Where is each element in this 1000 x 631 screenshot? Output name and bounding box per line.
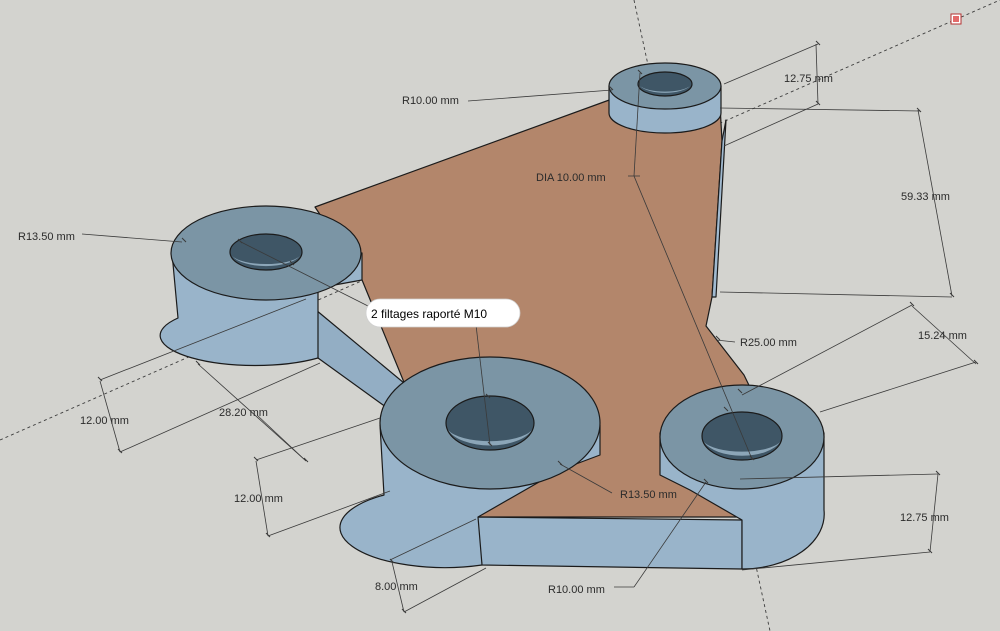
dim-2820[interactable]: 28.20 mm <box>219 407 268 419</box>
dim-r1350-bottom[interactable]: R13.50 mm <box>620 489 677 501</box>
boss-left-hole <box>229 233 303 271</box>
boss-top[interactable] <box>608 62 722 134</box>
callout-text: 2 filtages raporté M10 <box>371 307 487 321</box>
dim-12-bottom[interactable]: 12.00 mm <box>234 493 283 505</box>
boss-left[interactable] <box>159 205 363 367</box>
boss-right[interactable] <box>659 384 825 570</box>
dim-r10-bottom[interactable]: R10.00 mm <box>548 584 605 596</box>
boss-right-hole-inner <box>704 442 780 456</box>
dim-12-left[interactable]: 12.00 mm <box>80 415 129 427</box>
dim-1275-bottom[interactable]: 12.75 mm <box>900 512 949 524</box>
dimension-lines <box>81 43 977 613</box>
dimension-ticks <box>97 40 979 614</box>
plate-side-right <box>711 119 727 298</box>
selection-marker-icon[interactable] <box>950 13 962 25</box>
dim-5933[interactable]: 59.33 mm <box>901 191 950 203</box>
boss-center-hole-inner <box>448 430 532 446</box>
boss-center-hole <box>445 395 535 451</box>
dim-1524[interactable]: 15.24 mm <box>918 330 967 342</box>
callout-bubble <box>365 298 521 328</box>
dim-r25[interactable]: R25.00 mm <box>740 337 797 349</box>
boss-top-hole-inner <box>640 86 690 93</box>
dim-r10-top[interactable]: R10.00 mm <box>402 95 459 107</box>
dim-1275-top[interactable]: 12.75 mm <box>784 73 833 85</box>
boss-top-hole <box>637 71 693 97</box>
plate-front-side <box>473 516 743 570</box>
boss-center[interactable] <box>339 356 601 569</box>
dim-r1350-left[interactable]: R13.50 mm <box>18 231 75 243</box>
dim-dia-10[interactable]: DIA 10.00 mm <box>536 172 606 184</box>
dim-8[interactable]: 8.00 mm <box>375 581 418 593</box>
thread-callout[interactable]: 2 filtages raporté M10 <box>365 298 521 328</box>
